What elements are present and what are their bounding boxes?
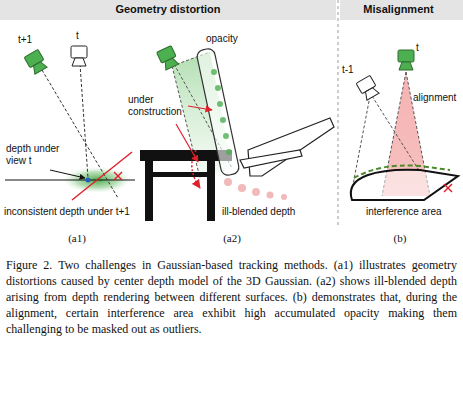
annotation: depth under view t (6, 143, 70, 166)
panel-a2-illustration-part (240, 150, 302, 168)
panel-a1-illustration-part-part (114, 172, 122, 180)
panel-b-illustration-part (444, 184, 452, 192)
header-band (0, 0, 463, 228)
view-label: t+1 (18, 34, 32, 46)
panel-a1-illustration-part (72, 152, 132, 200)
panel-heading: Geometry distortion (0, 3, 336, 16)
panel-b-illustration-part-part (444, 184, 452, 192)
panel-a2-illustration-part-part (215, 85, 221, 91)
panel-a1-illustration-part (114, 172, 122, 180)
panel-a2-illustration-part-part (252, 188, 260, 196)
panel-a1-illustration-part (80, 64, 88, 178)
panel-a1-illustration-part (50, 170, 85, 178)
panel-a1-illustration-part (86, 178, 91, 183)
header-band-part (338, 0, 339, 228)
view-label: t-1 (342, 64, 354, 76)
panel-a1-illustration (5, 46, 135, 200)
panel-a2-illustration-part (157, 46, 180, 71)
panel-a2-illustration-part (248, 118, 334, 176)
panel-a2-illustration-part (196, 48, 240, 177)
subfigure-label: (b) (360, 232, 440, 245)
panel-a1-illustration-part (42, 70, 118, 198)
panel-a1-illustration-part (24, 49, 48, 74)
panel-a2-illustration-part (192, 150, 200, 188)
view-label: t (76, 30, 79, 42)
panel-a2-illustration-part-part (145, 161, 153, 221)
panel-b-illustration-part (356, 75, 380, 100)
figure-caption: Figure 2. Two challenges in Gaussian-bas… (6, 258, 457, 338)
panel-a2-illustration-part-part (238, 184, 246, 192)
annotation: alignment (413, 92, 456, 104)
panel-a2-illustration-part-part (267, 192, 274, 199)
panel-a2-illustration-part-part (153, 172, 207, 177)
panel-a1-illustration-part (71, 46, 87, 66)
panel-a2-illustration-part (211, 69, 232, 155)
view-label: t (416, 42, 419, 54)
panel-b-illustration (351, 50, 458, 200)
annotation: under construction (128, 94, 186, 117)
panel-a2-illustration-part (140, 150, 232, 221)
panel-a2-illustration (140, 46, 334, 221)
panel-a2-illustration-part-part (224, 178, 232, 186)
panel-b-illustration-part (351, 170, 458, 200)
panel-a2-illustration-part-part (226, 149, 232, 155)
panel-b-illustration-part-part (444, 184, 452, 192)
panel-b-illustration-part (398, 50, 414, 70)
panel-a2-illustration-part-part (217, 101, 223, 107)
panel-a2-illustration-part (224, 178, 287, 200)
panel-a1-illustration-part (5, 179, 135, 180)
panel-heading: Misalignment (337, 3, 460, 16)
annotation: opacity (206, 33, 238, 45)
panel-a2-illustration-part (188, 106, 212, 110)
subfigure-label: (a1) (37, 232, 117, 245)
panel-a2-illustration-part (176, 124, 198, 162)
panel-a1-illustration-part-part (114, 172, 122, 180)
annotation: inconsistent depth under t+1 (4, 206, 130, 218)
subfigure-label: (a2) (192, 232, 272, 245)
panel-a2-illustration-part-part (223, 133, 229, 139)
panel-a2-illustration-part-part (211, 69, 217, 75)
header-band-part (0, 0, 336, 20)
panel-a2-illustration-part-part (220, 117, 226, 123)
panel-a2-illustration-part-part (281, 194, 287, 200)
panel-a2-illustration-part (172, 66, 200, 178)
panel-a2-illustration-part-part (207, 161, 215, 221)
annotation: ill-blended depth (222, 206, 295, 218)
annotation: interference area (366, 206, 442, 218)
panel-b-illustration-part (354, 166, 450, 179)
